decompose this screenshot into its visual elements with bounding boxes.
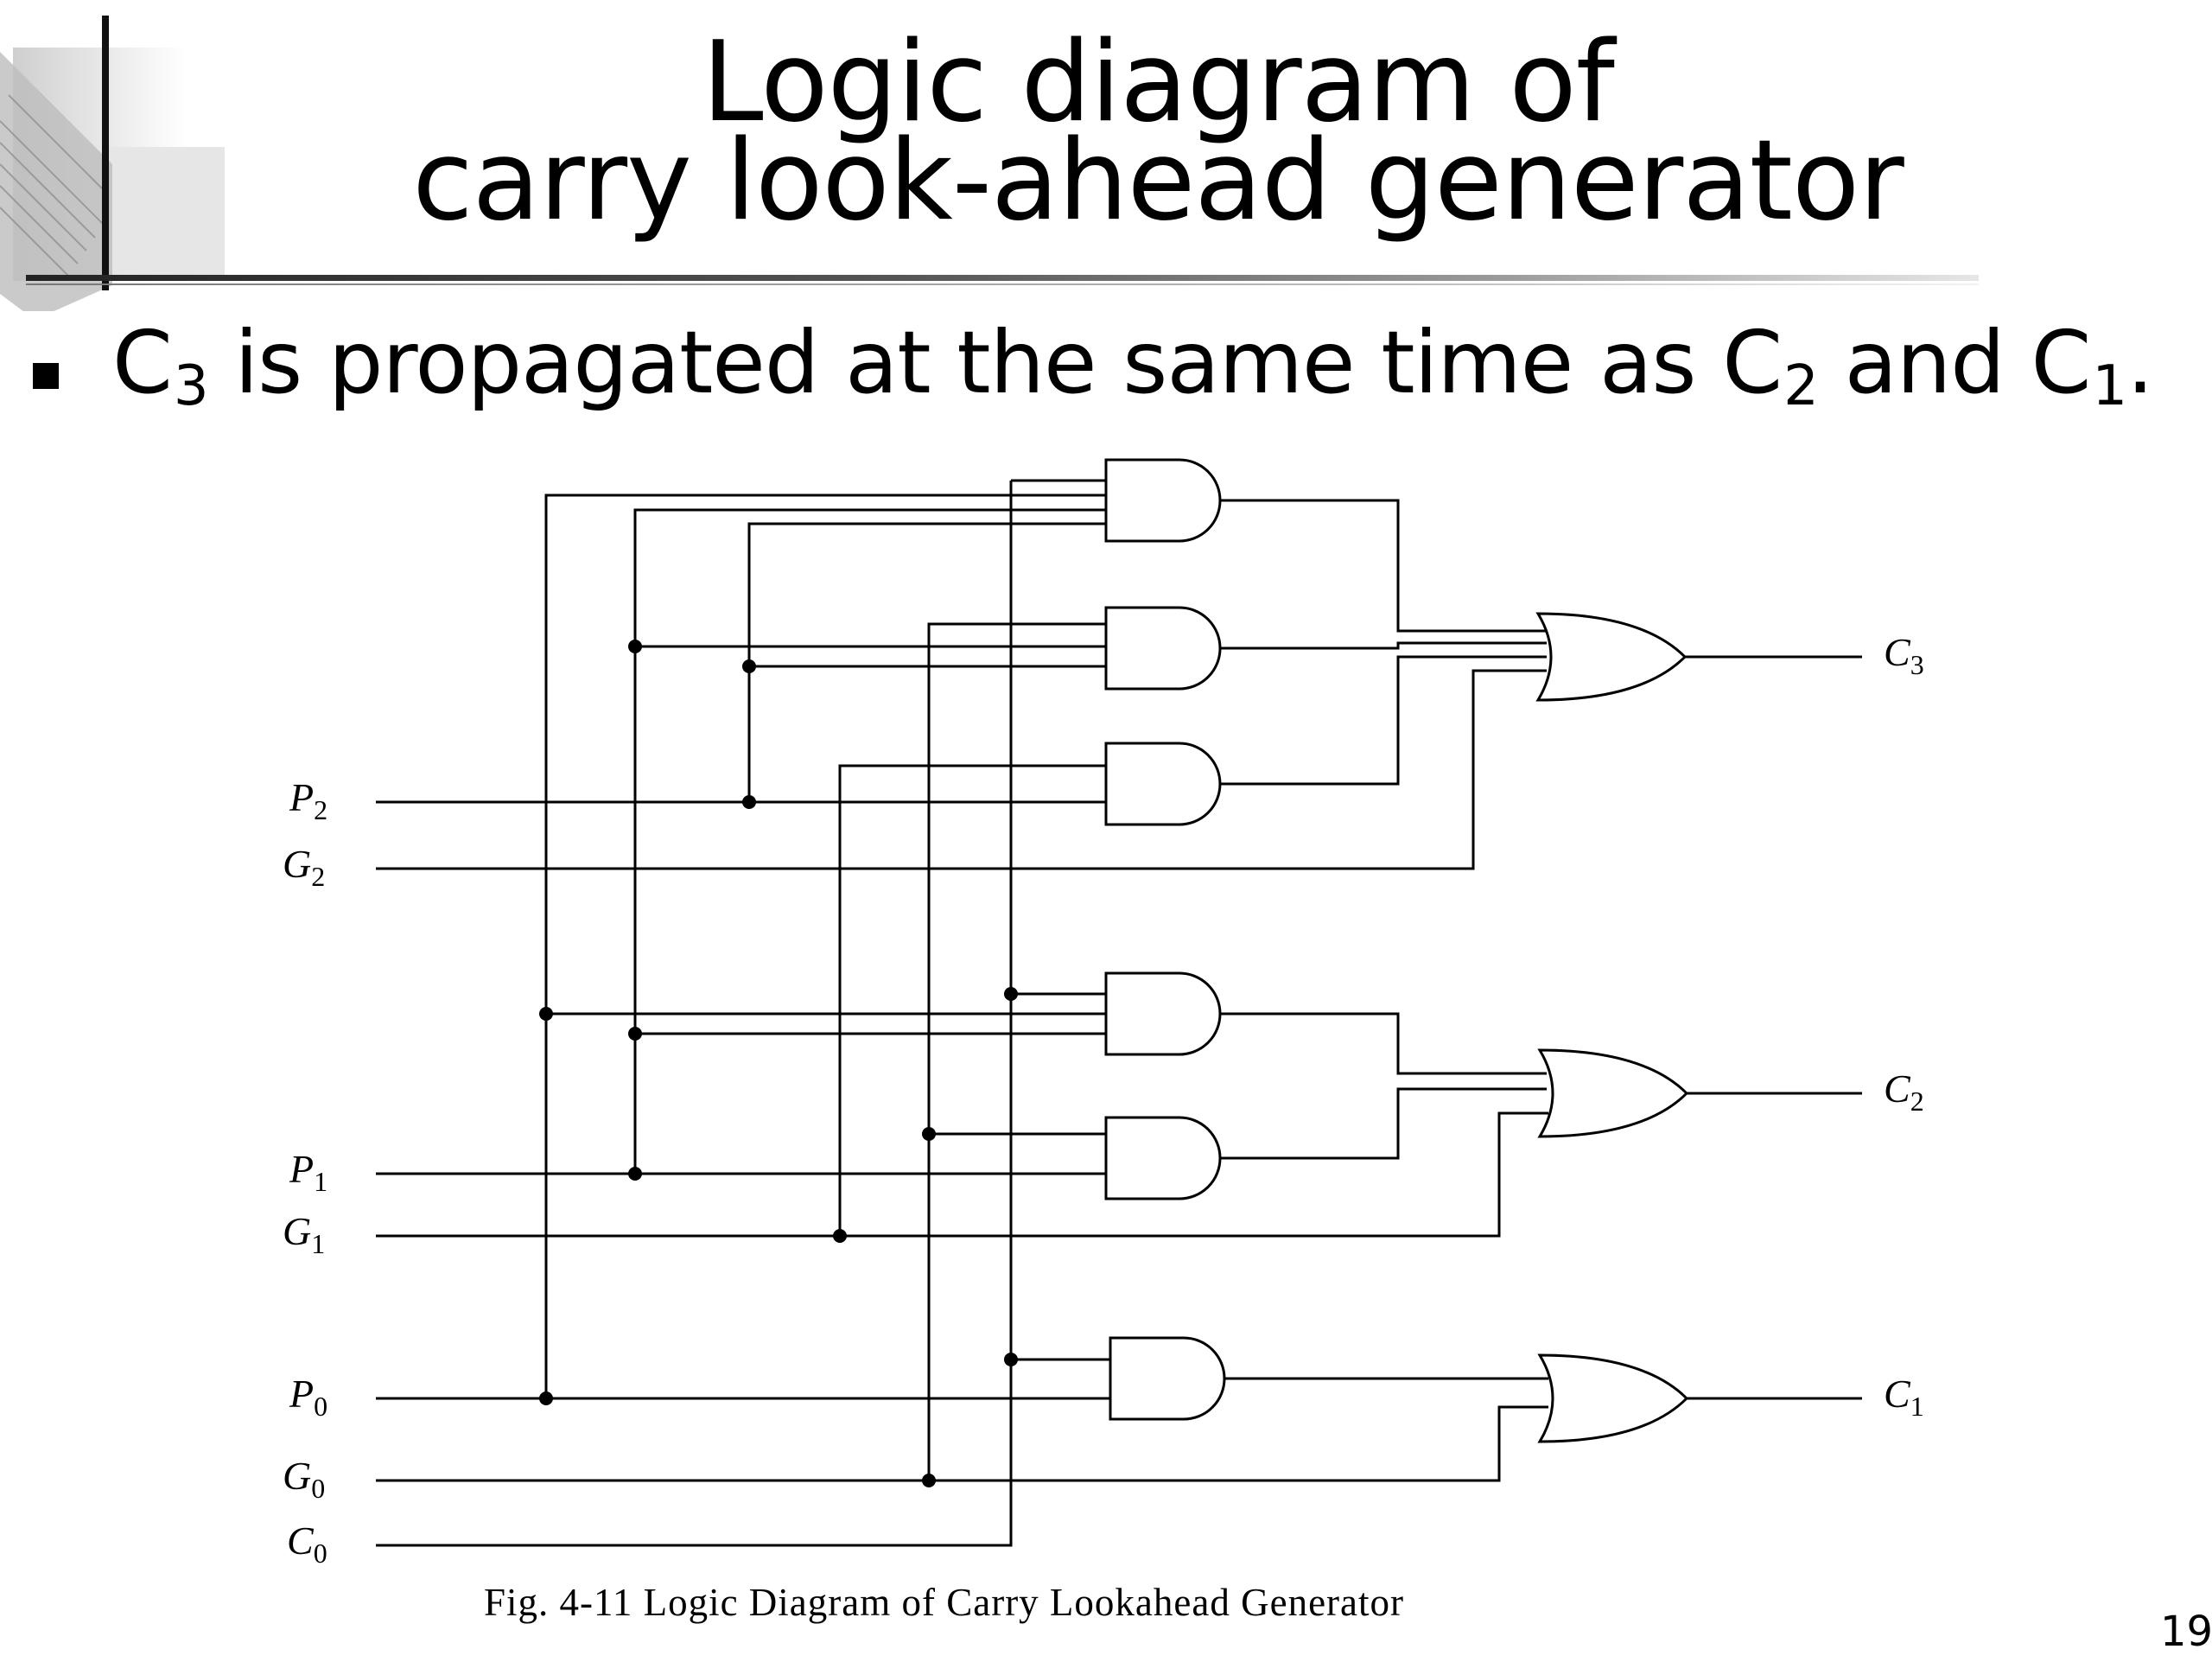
carry-lookahead-circuit: P2 G2 P1 G1 P0 G0 C0 C3 C2 C1 — [283, 458, 1924, 1564]
bullet-text: C3 is propagated at the same time as C2 … — [112, 312, 2154, 419]
wire-g1 — [376, 1111, 1548, 1238]
term-c3: C3 — [112, 312, 209, 419]
label-c2: C2 — [1884, 1067, 1924, 1117]
wire-c0 — [376, 481, 1013, 1547]
or-gate-c2 — [1537, 1048, 1689, 1138]
and-gate-6 — [1109, 1336, 1226, 1421]
title-divider — [26, 275, 1979, 281]
title-vertical-bar — [102, 16, 109, 290]
slide-title-line-1: Logic diagram of — [702, 18, 1615, 147]
bus-g0 — [927, 622, 1106, 1481]
or-gate-c3 — [1535, 612, 1688, 702]
title-divider-thin — [26, 283, 1979, 285]
label-g0: G0 — [283, 1454, 325, 1504]
bus-p0 — [544, 494, 1106, 1398]
label-p0: P0 — [289, 1372, 327, 1422]
label-c0: C0 — [287, 1519, 327, 1564]
label-p2: P2 — [289, 775, 327, 825]
page-number: 19 — [2160, 1608, 2212, 1656]
or-gate-c1 — [1537, 1353, 1689, 1443]
bus-p2 — [747, 522, 1106, 802]
label-p1: P1 — [289, 1147, 327, 1197]
term-c2: C2 — [1722, 312, 1819, 419]
and-gate-5 — [1104, 1116, 1222, 1200]
decorative-corner-graphic — [0, 48, 225, 311]
bus-g1 — [838, 764, 1106, 1236]
and-gate-1 — [1104, 458, 1222, 543]
and-gate-2 — [1104, 606, 1222, 691]
label-c1: C1 — [1884, 1372, 1924, 1422]
label-c3: C3 — [1884, 630, 1924, 680]
bus-p1 — [633, 508, 1106, 1174]
and-gate-3 — [1104, 742, 1222, 826]
wire-g0 — [376, 1405, 1548, 1482]
and-gate-4 — [1104, 971, 1222, 1056]
label-g1: G1 — [283, 1209, 325, 1259]
label-g2: G2 — [283, 842, 325, 892]
slide-title-line-2: carry look-ahead generator — [412, 117, 1904, 245]
bullet-square-icon — [33, 363, 59, 389]
figure-caption: Fig. 4-11 Logic Diagram of Carry Lookahe… — [484, 1581, 1404, 1624]
wire-g2 — [376, 669, 1547, 870]
term-c1: C1 — [2031, 312, 2128, 419]
